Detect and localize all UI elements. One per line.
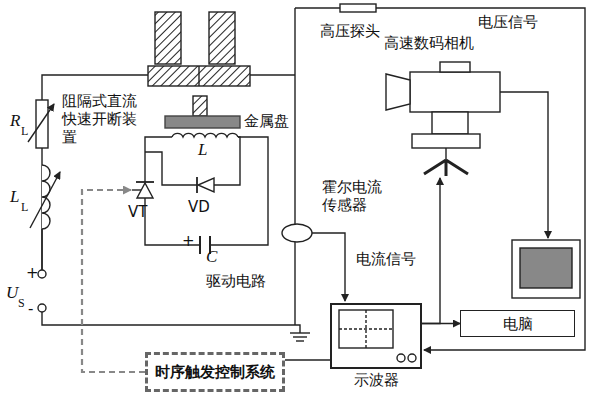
oscilloscope: 示波器 <box>330 303 422 369</box>
node-text: 时序触发控制系统 <box>155 363 275 381</box>
computer-box: 电脑 <box>460 310 575 337</box>
text-label: + <box>182 232 195 250</box>
symbol-label: S <box>18 294 25 312</box>
node-text: 高速数码相机 <box>384 34 474 52</box>
symbol-label: L <box>10 188 19 206</box>
text-label: - <box>28 300 33 318</box>
camera: 高速数码相机 <box>384 60 502 178</box>
text-label: 电压信号 <box>478 13 538 31</box>
symbol-label: U <box>6 284 18 302</box>
text-label: VT <box>128 203 147 221</box>
text-label: VD <box>188 198 210 216</box>
symbol-label: L <box>198 141 207 159</box>
symbol-label: R <box>10 112 20 130</box>
symbol-label: L <box>21 122 28 140</box>
node-text: 示波器 <box>354 371 399 389</box>
text-label: + <box>26 264 39 282</box>
text-label: 电流信号 <box>356 250 416 268</box>
node-text: 电脑 <box>503 315 533 333</box>
control-box: 时序触发控制系统 <box>145 352 285 392</box>
symbol-label: L <box>21 198 28 216</box>
text-label: 阻隔式直流快速开断装置 <box>62 92 140 146</box>
text-label: 金属盘 <box>244 112 289 130</box>
text-label: 高压探头 <box>320 22 380 40</box>
signal-connector <box>285 359 330 360</box>
symbol-label: C <box>206 248 217 266</box>
text-label: 驱动电路 <box>206 272 266 290</box>
text-label: 霍尔电流传感器 <box>322 178 384 214</box>
signal-connector <box>422 178 440 324</box>
